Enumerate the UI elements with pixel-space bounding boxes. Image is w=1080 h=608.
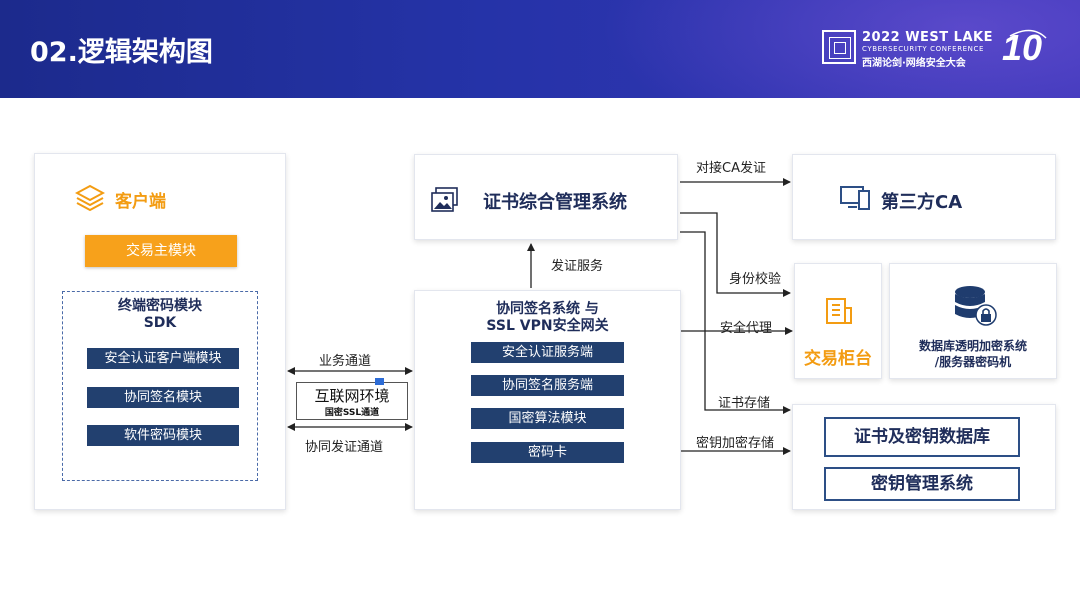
header-banner: 02.逻辑架构图 2022 WEST LAKE CYBERSECURITY CO… (0, 0, 1080, 98)
label-cert-storage: 证书存储 (718, 396, 771, 411)
label-collab-cert-channel: 协同发证通道 (305, 440, 384, 455)
image-gallery-icon (431, 187, 458, 212)
conference-emblem-icon (822, 30, 856, 64)
label-security-proxy: 安全代理 (720, 321, 773, 336)
computer-monitor-icon (840, 186, 870, 210)
sdk-dashed-box: 终端密码模块 SDK 安全认证客户端模块 协同签名模块 软件密码模块 (62, 291, 258, 481)
sdk-module-soft-crypto: 软件密码模块 (87, 425, 239, 446)
module-collab-sign-server: 协同签名服务端 (471, 375, 624, 396)
collab-sign-panel: 协同签名系统 与 SSL VPN安全网关 安全认证服务端 协同签名服务端 国密算… (414, 290, 681, 510)
conference-logo: 2022 WEST LAKE CYBERSECURITY CONFERENCE … (822, 27, 1062, 70)
sm-ssl-channel: 国密SSL通道 (324, 408, 380, 418)
sdk-module-collab-sign: 协同签名模块 (87, 387, 239, 408)
sdk-module-auth-client: 安全认证客户端模块 (87, 348, 239, 369)
cert-key-database: 证书及密钥数据库 (824, 417, 1020, 457)
trade-counter-panel: 交易柜台 (794, 263, 882, 379)
client-title: 客户端 (115, 192, 166, 212)
trade-counter-title: 交易柜台 (804, 349, 872, 369)
client-panel: 客户端 交易主模块 终端密码模块 SDK 安全认证客户端模块 协同签名模块 软件… (34, 153, 286, 510)
third-party-ca-panel: 第三方CA (792, 154, 1056, 240)
third-party-ca-title: 第三方CA (881, 192, 963, 213)
anniversary-mark: 10 (1002, 27, 1042, 68)
tenth-anniversary-icon: 10 (1002, 27, 1047, 68)
key-store-panel: 证书及密钥数据库 密钥管理系统 (792, 404, 1056, 510)
label-ca-issue: 对接CA发证 (696, 161, 766, 176)
logo-subtitle: CYBERSECURITY CONFERENCE (862, 45, 985, 53)
key-management-system: 密钥管理系统 (824, 467, 1020, 501)
building-icon (826, 298, 852, 324)
label-business-channel: 业务通道 (319, 354, 372, 369)
sdk-title: 终端密码模块 SDK (118, 298, 202, 331)
db-encrypt-panel: 数据库透明加密系统 /服务器密码机 (889, 263, 1057, 379)
label-identity-check: 身份校验 (729, 272, 782, 287)
logo-title: 2022 WEST LAKE (862, 30, 993, 45)
arrow-identity-check (680, 212, 791, 297)
module-auth-server: 安全认证服务端 (471, 342, 624, 363)
layers-icon (75, 184, 105, 212)
database-lock-icon (955, 286, 997, 326)
trade-main-module: 交易主模块 (85, 235, 237, 267)
network-port-icon (375, 378, 384, 385)
cert-mgmt-panel: 证书综合管理系统 (414, 154, 678, 240)
internet-environment-box: 互联网环境 国密SSL通道 (296, 378, 408, 420)
collab-sign-title: 协同签名系统 与 SSL VPN安全网关 (486, 301, 609, 334)
module-crypto-card: 密码卡 (471, 442, 624, 463)
label-issue-service: 发证服务 (551, 259, 604, 274)
module-sm-algorithm: 国密算法模块 (471, 408, 624, 429)
db-encrypt-title: 数据库透明加密系统 /服务器密码机 (918, 339, 1027, 369)
arrow-cert-storage (680, 231, 791, 414)
cert-mgmt-title: 证书综合管理系统 (483, 192, 627, 213)
label-key-encrypt-storage: 密钥加密存储 (696, 436, 775, 451)
logo-chinese-name: 西湖论剑·网络安全大会 (862, 58, 966, 69)
page-title: 02.逻辑架构图 (30, 37, 213, 68)
header-glow (600, 0, 1080, 98)
internet-title: 互联网环境 (314, 387, 390, 405)
